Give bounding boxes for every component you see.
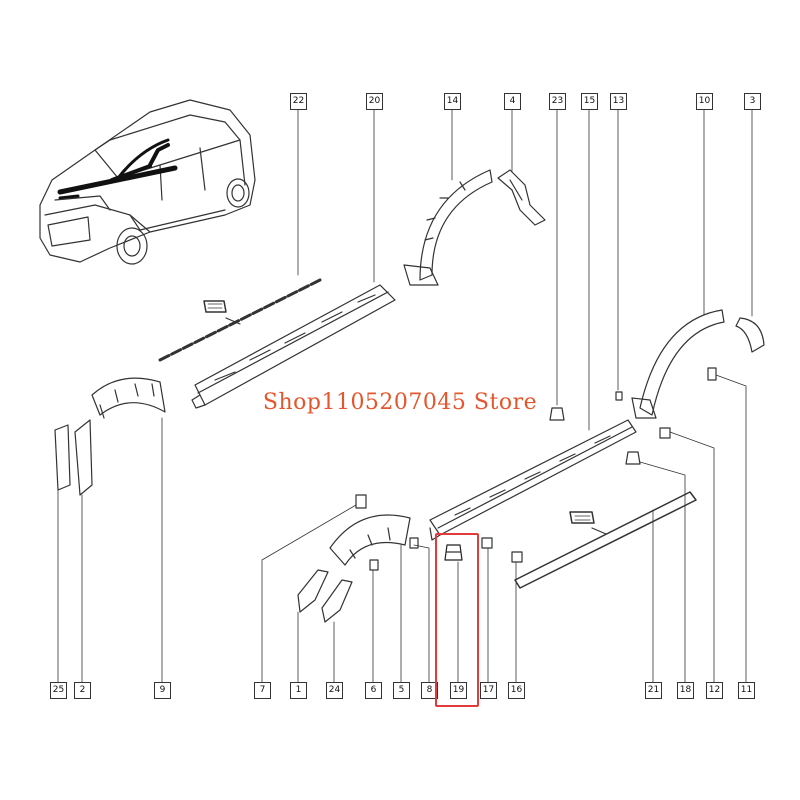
part-label-4: 4 (504, 93, 521, 110)
molding-strip-21 (514, 491, 697, 589)
part-label-19: 19 (450, 682, 467, 699)
flaps-1-24 (297, 569, 353, 623)
part-label-5: 5 (393, 682, 410, 699)
bracket-4 (497, 169, 546, 226)
clips-13-11-12 (615, 367, 717, 439)
part-label-9: 9 (154, 682, 171, 699)
part-label-8: 8 (421, 682, 438, 699)
part-label-12: 12 (706, 682, 723, 699)
fasteners-17-16 (481, 537, 523, 563)
highlight-box-part-19 (435, 533, 479, 707)
part-label-22: 22 (290, 93, 307, 110)
arch-segment-14 (403, 169, 493, 286)
rear-arch-10 (631, 309, 725, 419)
clip-23 (549, 407, 565, 421)
part-label-11: 11 (738, 682, 755, 699)
part-label-3: 3 (744, 93, 761, 110)
part-label-24: 24 (326, 682, 343, 699)
leader-lines (57, 107, 753, 683)
mud-flaps-25-2 (54, 419, 93, 496)
part-label-25: 25 (50, 682, 67, 699)
part-label-20: 20 (366, 93, 383, 110)
fasteners-6-7-8 (355, 494, 419, 571)
part-label-14: 14 (444, 93, 461, 110)
clip-18 (625, 451, 641, 465)
end-cap-3 (735, 317, 765, 353)
front-arch-9 (91, 377, 166, 419)
part-label-13: 13 (610, 93, 627, 110)
part-label-23: 23 (549, 93, 566, 110)
part-label-6: 6 (365, 682, 382, 699)
part-label-18: 18 (677, 682, 694, 699)
sill-cover-20 (191, 284, 396, 409)
part-label-16: 16 (508, 682, 525, 699)
clip-19 (444, 544, 463, 561)
part-label-10: 10 (696, 93, 713, 110)
part-label-2: 2 (74, 682, 91, 699)
lower-arch-5 (329, 514, 411, 566)
part-label-21: 21 (645, 682, 662, 699)
sill-cover-15 (429, 419, 637, 541)
part-label-15: 15 (581, 93, 598, 110)
car-illustration (39, 99, 256, 265)
store-watermark: Shop1105207045 Store (262, 390, 538, 415)
molding-strip-22 (158, 278, 322, 362)
part-label-17: 17 (480, 682, 497, 699)
part-label-1: 1 (290, 682, 307, 699)
part-label-7: 7 (254, 682, 271, 699)
